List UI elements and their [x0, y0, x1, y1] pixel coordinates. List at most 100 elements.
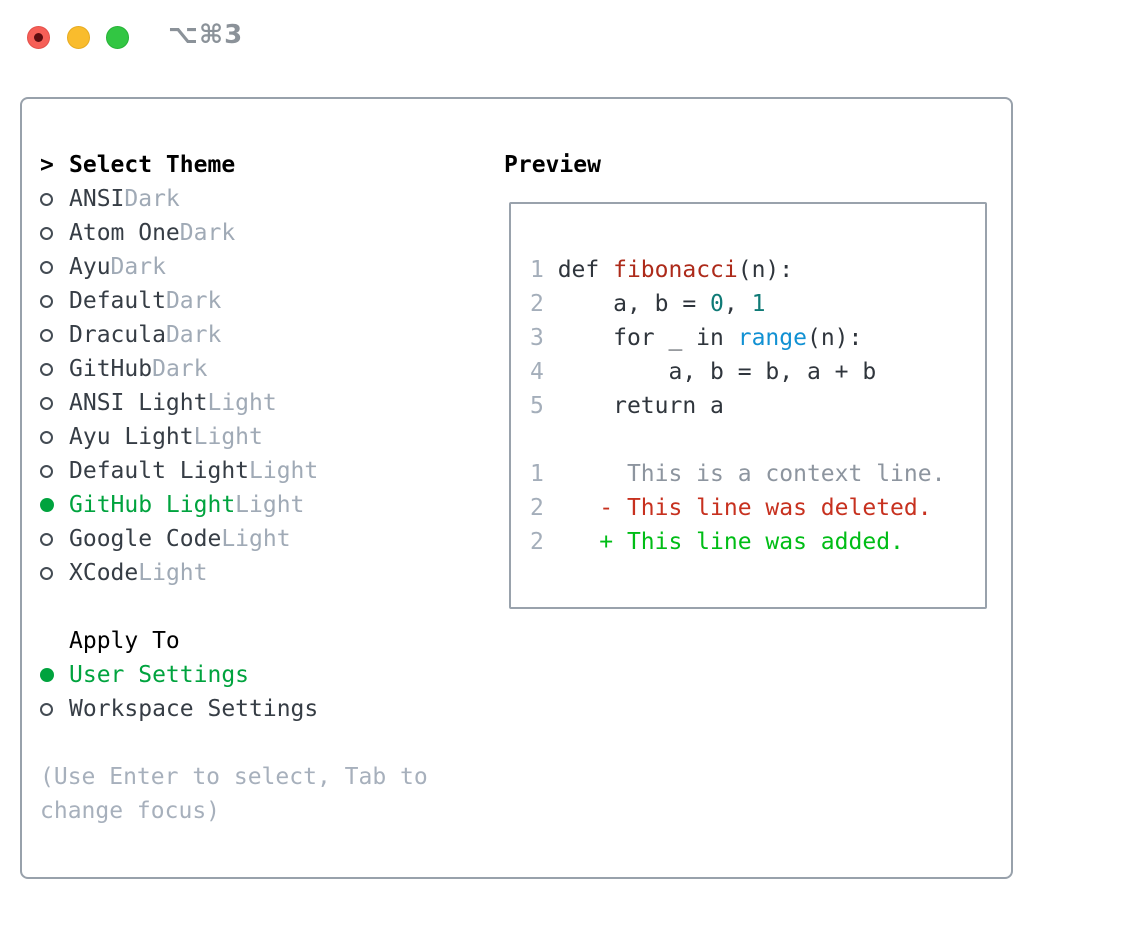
- code-segment-func: fibonacci: [613, 257, 738, 283]
- empty-circle-icon: [40, 294, 53, 308]
- theme-item-label: Default Light: [69, 458, 250, 484]
- theme-item-ansi[interactable]: ANSI Dark: [40, 182, 500, 216]
- theme-variant-label: Light: [138, 560, 208, 586]
- theme-item-github-light[interactable]: GitHub Light Light: [40, 488, 500, 522]
- theme-variant-label: Dark: [124, 186, 180, 212]
- empty-circle-icon: [40, 226, 53, 240]
- minimize-button[interactable]: [67, 26, 90, 49]
- radio-unselected-icon: [40, 260, 69, 274]
- empty-circle-icon: [40, 464, 53, 478]
- code-segment-code: (n):: [806, 325, 863, 351]
- code-segment-number: 1: [751, 291, 766, 317]
- empty-circle-icon: [40, 702, 53, 716]
- line-number: 1: [530, 461, 544, 487]
- radio-unselected-icon: [40, 226, 69, 240]
- radio-unselected-icon: [40, 192, 69, 206]
- theme-item-label: XCode: [69, 560, 139, 586]
- apply-option-workspace-settings[interactable]: Workspace Settings: [40, 692, 500, 726]
- theme-variant-label: Light: [235, 492, 305, 518]
- preview-line: 3 for _ in range(n):: [530, 321, 985, 355]
- theme-item-label: GitHub Light: [69, 492, 236, 518]
- cursor-icon: >: [40, 152, 54, 178]
- theme-item-ayu[interactable]: Ayu Dark: [40, 250, 500, 284]
- theme-variant-label: Light: [249, 458, 319, 484]
- line-number: 3: [530, 325, 544, 351]
- code-segment-deleted: - This line was deleted.: [543, 495, 932, 521]
- code-segment-context: This is a context line.: [543, 461, 946, 487]
- preview-line: 2 - This line was deleted.: [530, 491, 985, 525]
- code-segment-added: + This line was added.: [543, 529, 904, 555]
- line-number: 2: [530, 529, 544, 555]
- radio-unselected-icon: [40, 702, 69, 716]
- theme-item-ayu-light[interactable]: Ayu Light Light: [40, 420, 500, 454]
- theme-item-label: GitHub: [69, 356, 153, 382]
- radio-unselected-icon: [40, 532, 69, 546]
- theme-item-github[interactable]: GitHub Dark: [40, 352, 500, 386]
- apply-to-header-row: Apply To: [40, 624, 500, 658]
- theme-item-label: Ayu: [69, 254, 111, 280]
- theme-item-google-code[interactable]: Google Code Light: [40, 522, 500, 556]
- line-number: 2: [530, 291, 544, 317]
- select-theme-header-row: > Select Theme: [40, 148, 500, 182]
- preview-line: 2 + This line was added.: [530, 525, 985, 559]
- line-number: 1: [530, 257, 544, 283]
- spacer: [40, 726, 500, 760]
- empty-circle-icon: [40, 396, 53, 410]
- preview-blank-line: [530, 423, 985, 457]
- empty-circle-icon: [40, 328, 53, 342]
- theme-item-label: Google Code: [69, 526, 222, 552]
- theme-item-label: ANSI Light: [69, 390, 208, 416]
- radio-unselected-icon: [40, 430, 69, 444]
- theme-variant-label: Dark: [152, 356, 208, 382]
- theme-item-label: ANSI: [69, 186, 125, 212]
- preview-line: 2 a, b = 0, 1: [530, 287, 985, 321]
- theme-variant-label: Dark: [165, 288, 222, 314]
- radio-selected-icon: [40, 668, 69, 682]
- apply-option-user-settings[interactable]: User Settings: [40, 658, 500, 692]
- empty-circle-icon: [40, 362, 53, 376]
- theme-item-label: Dracula: [69, 322, 166, 348]
- theme-item-xcode[interactable]: XCode Light: [40, 556, 500, 590]
- empty-circle-icon: [40, 430, 53, 444]
- maximize-button[interactable]: [106, 26, 129, 49]
- radio-unselected-icon: [40, 294, 69, 308]
- theme-variant-label: Dark: [179, 220, 236, 246]
- code-segment-code: ,: [723, 291, 752, 317]
- theme-item-label: Ayu Light: [69, 424, 194, 450]
- code-segment-code: a, b =: [543, 291, 711, 317]
- radio-unselected-icon: [40, 328, 69, 342]
- preview-line: 4 a, b = b, a + b: [530, 355, 985, 389]
- theme-item-ansi-light[interactable]: ANSI Light Light: [40, 386, 500, 420]
- line-number: 4: [530, 359, 544, 385]
- filled-circle-icon: [40, 668, 54, 682]
- code-segment-code: def: [543, 257, 614, 283]
- unsaved-changes-dot-icon: [34, 33, 43, 42]
- spacer: [40, 590, 500, 624]
- theme-item-label: Default: [69, 288, 166, 314]
- preview-line: 1 def fibonacci(n):: [530, 253, 985, 287]
- radio-unselected-icon: [40, 362, 69, 376]
- code-segment-call: range: [737, 325, 807, 351]
- theme-item-default[interactable]: Default Dark: [40, 284, 500, 318]
- preview-line: 1 This is a context line.: [530, 457, 985, 491]
- preview-header: Preview: [504, 152, 601, 178]
- radio-unselected-icon: [40, 396, 69, 410]
- theme-item-atom-one[interactable]: Atom One Dark: [40, 216, 500, 250]
- radio-unselected-icon: [40, 464, 69, 478]
- theme-variant-label: Dark: [165, 322, 222, 348]
- radio-selected-icon: [40, 498, 69, 512]
- radio-unselected-icon: [40, 566, 69, 580]
- code-segment-number: 0: [710, 291, 724, 317]
- theme-variant-label: Light: [207, 390, 277, 416]
- theme-item-dracula[interactable]: Dracula Dark: [40, 318, 500, 352]
- theme-variant-label: Light: [193, 424, 263, 450]
- filled-circle-icon: [40, 498, 54, 512]
- close-button[interactable]: [27, 26, 50, 49]
- theme-item-default-light[interactable]: Default Light Light: [40, 454, 500, 488]
